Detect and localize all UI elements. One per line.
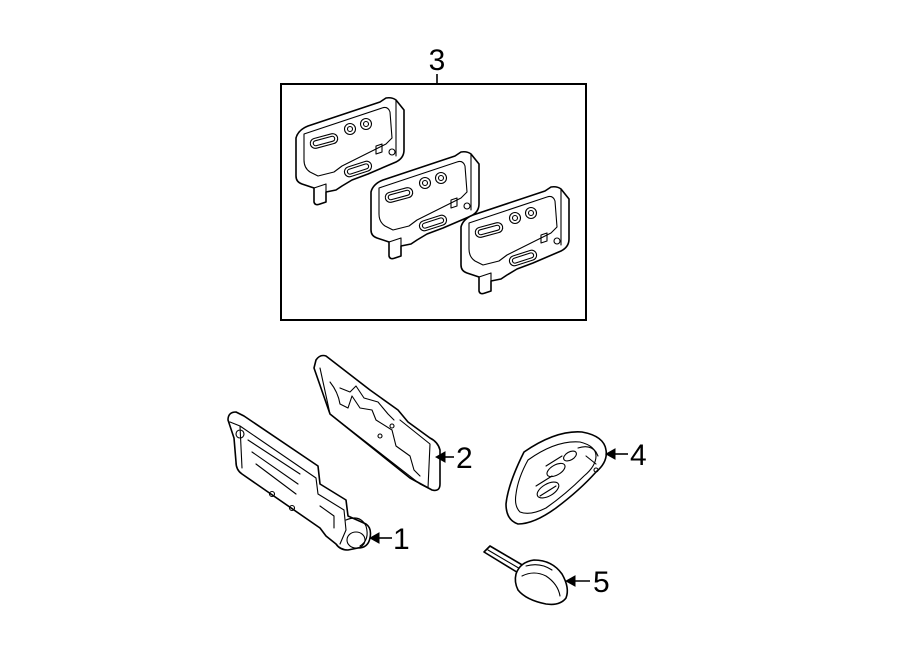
callout-1-arrow xyxy=(368,532,380,544)
callout-5-arrow xyxy=(564,575,576,587)
callout-5: 5 xyxy=(593,566,610,599)
callout-1: 1 xyxy=(393,523,410,556)
item-1-receiver xyxy=(227,411,372,551)
item-3-group: 3 xyxy=(280,44,587,321)
callout-4-arrow xyxy=(604,448,616,460)
callout-3: 3 xyxy=(429,44,446,77)
callout-2: 2 xyxy=(456,442,473,475)
item-3-frame xyxy=(280,83,587,321)
item-5-emergency-key xyxy=(483,545,569,606)
item-2-plate xyxy=(313,354,441,492)
callout-4: 4 xyxy=(630,439,647,472)
item-4-key-fob xyxy=(505,431,608,525)
callout-2-arrow xyxy=(434,451,446,463)
